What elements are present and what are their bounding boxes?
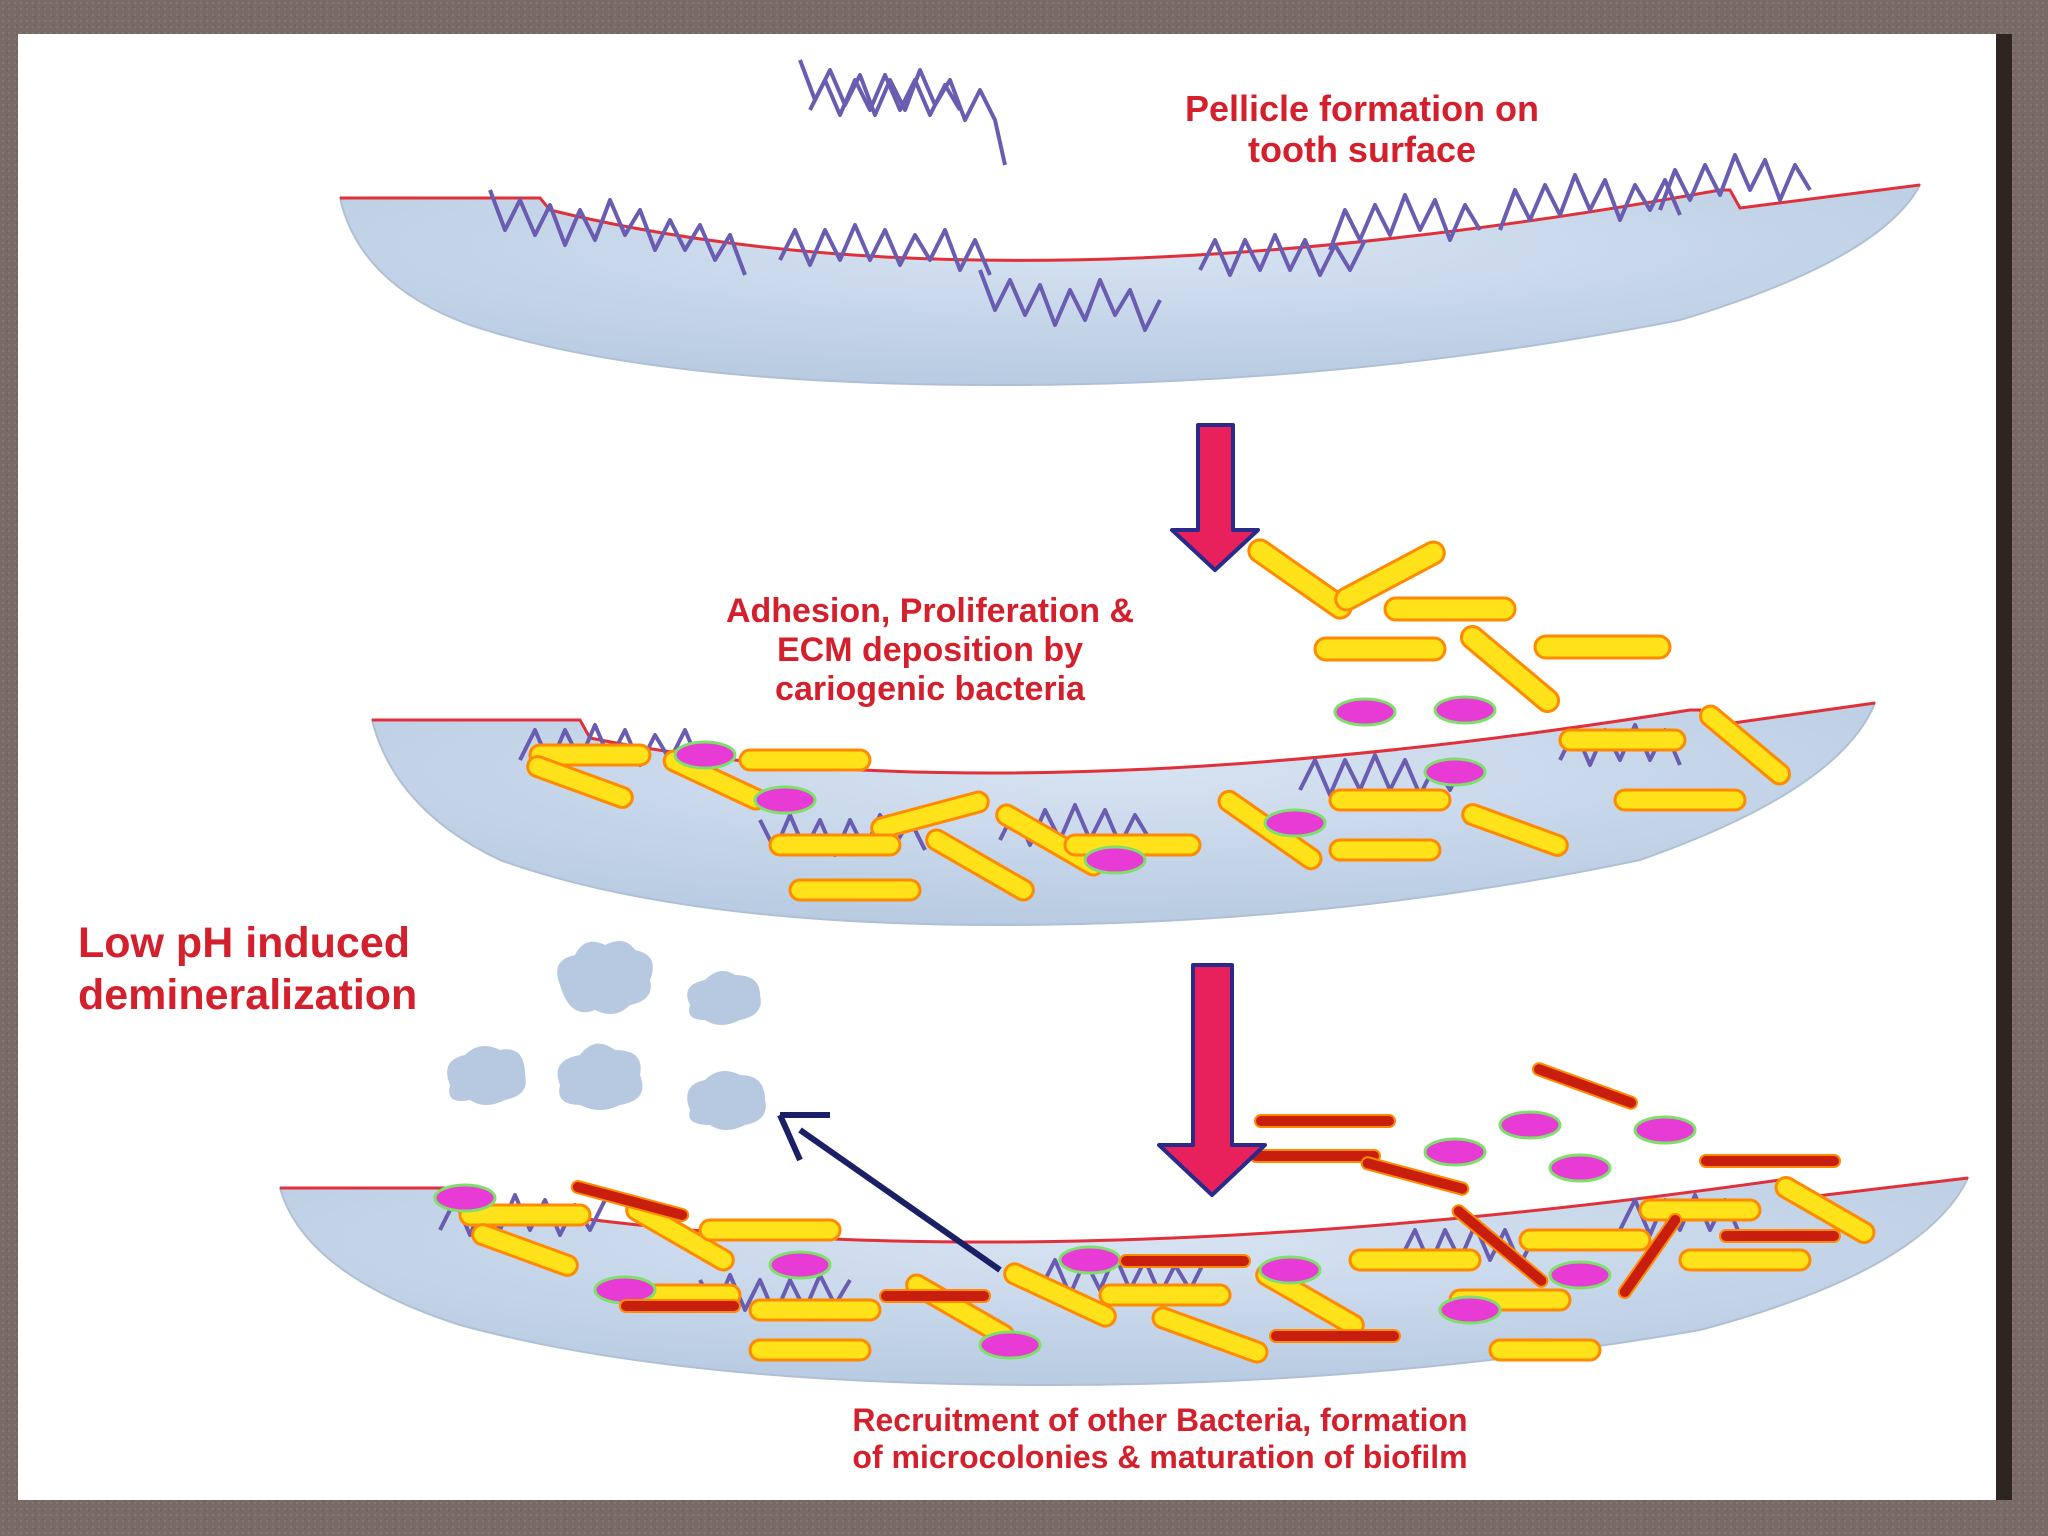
label-line: Recruitment of other Bacteria, formation: [852, 1402, 1468, 1438]
cocci: [433, 695, 1697, 1360]
label-line: Pellicle formation on: [1184, 88, 1540, 129]
label-line: cariogenic bacteria: [775, 670, 1085, 709]
pellicle-strand-icon: [798, 59, 1007, 166]
label-demineralization: Low pH induced demineralization: [78, 917, 417, 1022]
demineralization-debris: [447, 941, 766, 1130]
arrowhead-icon: [777, 1112, 830, 1162]
label-line: ECM deposition by: [777, 631, 1083, 670]
label-line: demineralization: [78, 971, 418, 1020]
process-arrows: [1157, 423, 1267, 1197]
demineralization-cloud-icon: [557, 941, 653, 1014]
down-arrow-icon: [1157, 963, 1267, 1197]
label-line: of microcolonies & maturation of biofilm: [852, 1438, 1468, 1475]
label-line: tooth surface: [1247, 129, 1477, 171]
label-pellicle-formation: Pellicle formation on tooth surface: [1082, 88, 1642, 171]
demineralization-arrow: [777, 1112, 1002, 1273]
other-bacteria: [570, 1062, 1841, 1343]
coccus-icon: [1333, 697, 1397, 727]
tooth-surfaces: [278, 183, 1970, 1387]
slide-shadow-edge: [1996, 34, 2012, 1500]
label-adhesion: Adhesion, Proliferation & ECM deposition…: [620, 592, 1240, 709]
label-recruitment: Recruitment of other Bacteria, formation…: [600, 1402, 1720, 1476]
rod-bacterium-icon: [1247, 538, 1353, 620]
label-line: Low pH induced: [78, 919, 411, 967]
label-line: Adhesion, Proliferation &: [725, 592, 1135, 630]
down-arrow-icon: [1170, 423, 1260, 572]
